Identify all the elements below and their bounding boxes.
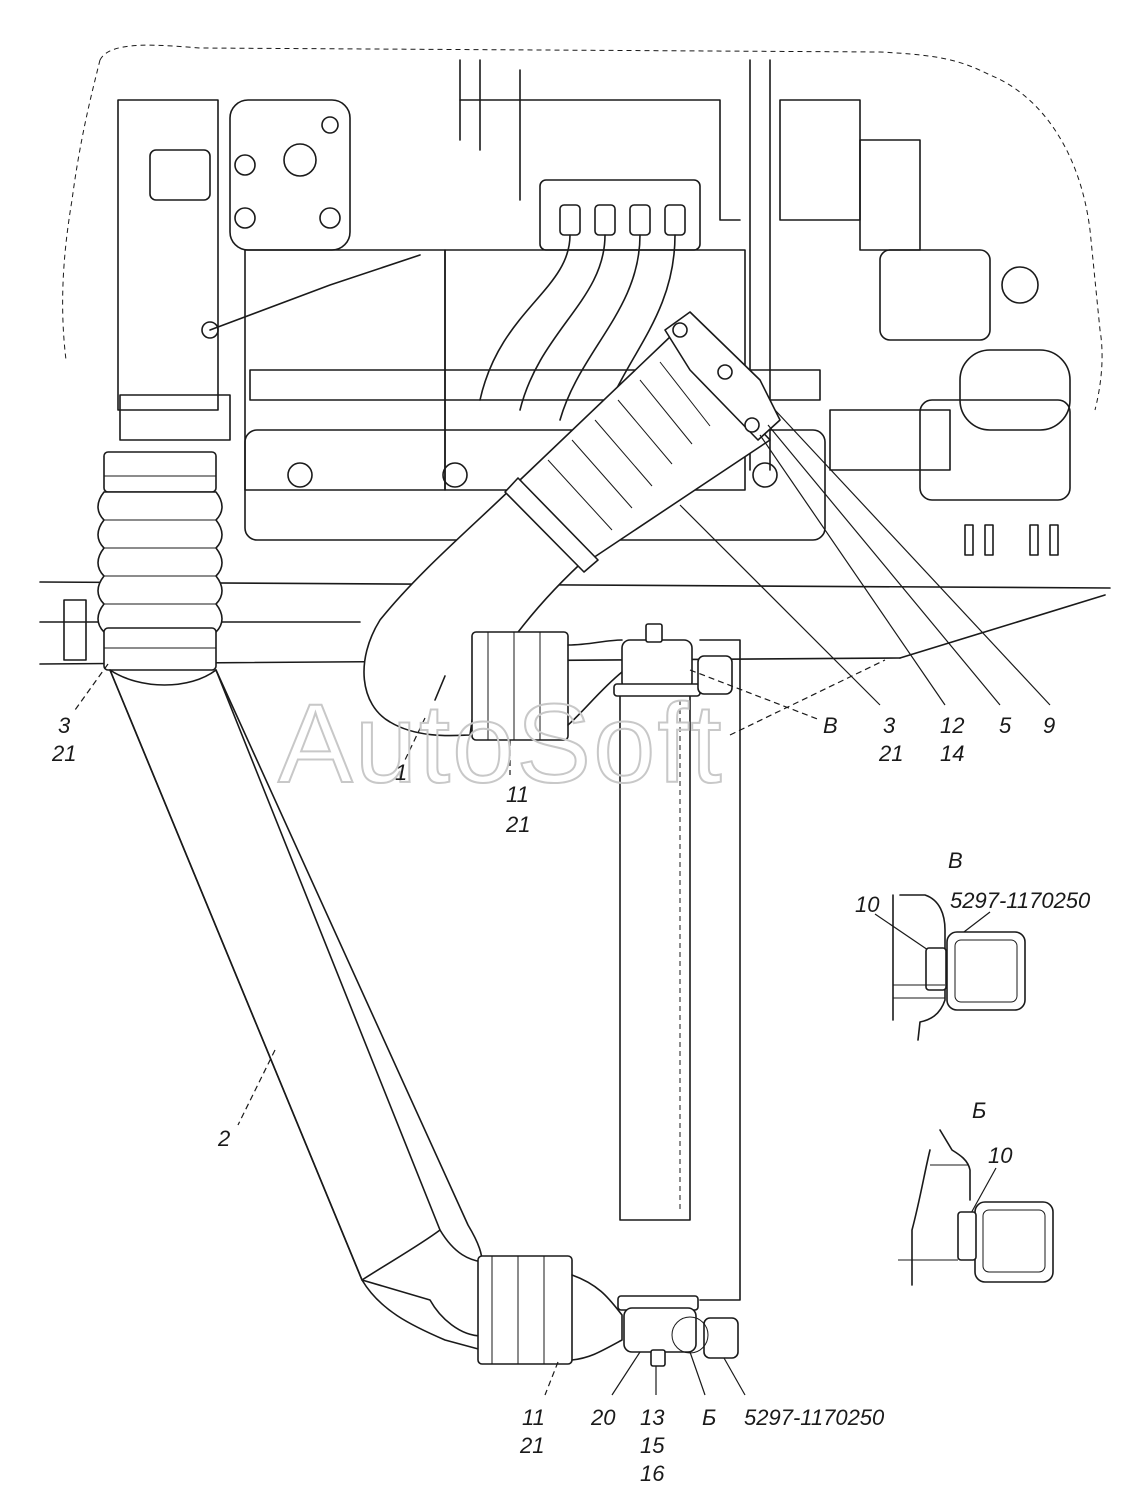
callout-15: 15 [640, 1433, 665, 1458]
callout-12: 12 [940, 713, 964, 738]
callout-labels: 3 21 1 11 21 В 3 21 12 14 5 9 2 11 21 20… [51, 713, 1055, 1486]
detail-view-b: Б 10 [898, 1098, 1054, 1286]
callout-2: 2 [217, 1126, 230, 1151]
callout-3-left: 3 [58, 713, 71, 738]
detail-view-v: В 10 5297-1170250 [855, 848, 1091, 1041]
left-corrugated-hose [97, 451, 223, 671]
detail-v-part-number: 5297-1170250 [950, 888, 1091, 913]
callout-21-bottom: 21 [519, 1433, 544, 1458]
leader-lines [74, 409, 1051, 1396]
callout-11-bottom: 11 [522, 1405, 545, 1430]
callout-21-top: 21 [505, 812, 530, 837]
vertical-tube [613, 623, 741, 1367]
callout-20: 20 [590, 1405, 616, 1430]
callout-11-top: 11 [506, 782, 529, 807]
detail-v-item-10: 10 [855, 892, 880, 917]
callout-1: 1 [395, 760, 407, 785]
callout-14: 14 [940, 741, 964, 766]
detail-b-item-10: 10 [988, 1143, 1013, 1168]
callout-9: 9 [1043, 713, 1055, 738]
detail-v-title: В [948, 848, 963, 873]
clamp-11-21-top [471, 631, 623, 741]
callout-b-bottom: Б [702, 1405, 716, 1430]
callout-16: 16 [640, 1461, 665, 1486]
callout-5: 5 [999, 713, 1012, 738]
detail-b-title: Б [972, 1098, 986, 1123]
pipe-1 [363, 311, 781, 737]
callout-21-right: 21 [878, 741, 903, 766]
callout-part-bottom: 5297-1170250 [744, 1405, 885, 1430]
pipe-2 [109, 669, 623, 1365]
callout-b-top: В [823, 713, 838, 738]
callout-3-right: 3 [883, 713, 896, 738]
watermark-text: AutoSoft [278, 681, 724, 806]
callout-21-left: 21 [51, 741, 76, 766]
callout-13: 13 [640, 1405, 665, 1430]
